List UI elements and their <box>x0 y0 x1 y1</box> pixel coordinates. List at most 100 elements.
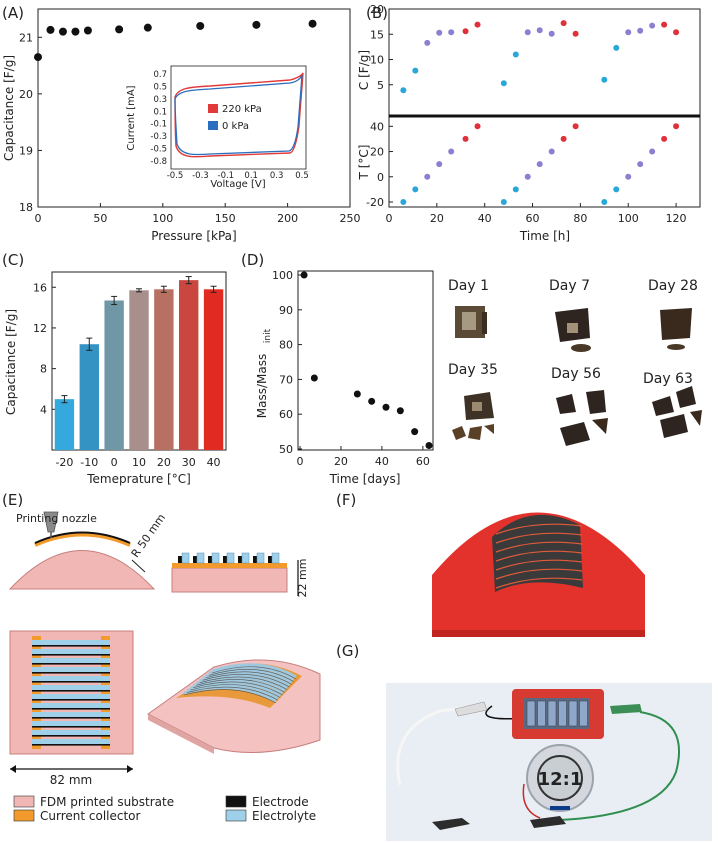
temperature-point <box>625 173 632 180</box>
x-tick-label: 40 <box>478 212 492 225</box>
temperature-point <box>560 135 567 142</box>
x-tick-label: 40 <box>375 455 389 468</box>
y-tick-label: 4 <box>40 403 47 416</box>
side-electrode <box>178 556 182 563</box>
bar <box>54 399 75 450</box>
enclosure-cell <box>568 700 578 727</box>
device-collector-line <box>495 541 583 553</box>
panel-d-ylabel-sub: init <box>263 328 273 343</box>
device-collector-line <box>495 559 583 571</box>
x-tick-label: -20 <box>55 456 73 469</box>
capacitance-point <box>400 87 407 94</box>
clip-left-bottom <box>432 818 470 830</box>
inset-x-tick-label: -0.3 <box>192 171 209 181</box>
x-tick-label: 20 <box>334 455 348 468</box>
green-wire <box>559 711 681 821</box>
legend-swatch-collector <box>13 809 35 822</box>
top-electrode-stripe <box>32 672 110 674</box>
nozzle-icon <box>43 511 59 533</box>
panel-letter-c: (C) <box>2 251 24 269</box>
nozzle-label: Printing nozzle <box>16 512 97 525</box>
capacitance-point <box>536 27 543 34</box>
panel-e-schematic: Printing nozzle R 50 mm 22 mm 82 mm FDM … <box>8 511 321 823</box>
y-tick-label: 80 <box>279 339 293 352</box>
bar <box>154 289 174 450</box>
temperature-point <box>548 148 555 155</box>
data-point <box>300 271 308 279</box>
side-electrolyte <box>226 552 235 564</box>
dome-electrode <box>34 531 131 544</box>
side-electrolyte <box>211 552 220 564</box>
top-electrode-stripe <box>32 717 110 719</box>
temperature-point <box>673 123 680 130</box>
white-wire <box>396 704 479 786</box>
iso-electrode-stripe <box>190 684 281 698</box>
side-electrode <box>208 556 212 563</box>
data-point <box>308 19 317 28</box>
temperature-point <box>572 123 579 130</box>
side-electrolyte <box>241 552 250 564</box>
temperature-point <box>462 135 469 142</box>
inset-y-tick-label: -0.3 <box>150 132 167 142</box>
enclosure-cells <box>526 700 588 727</box>
enclosure-cell <box>526 700 536 727</box>
legend-swatch-0kpa <box>208 121 218 130</box>
capacitance-point <box>448 29 455 36</box>
enclosure-cell <box>558 700 567 727</box>
temperature-point <box>601 199 608 205</box>
capacitance-point <box>637 27 644 34</box>
photo-label-day35: Day 35 <box>448 362 498 378</box>
inset-y-tick-label: -0.8 <box>150 157 167 167</box>
side-substrate <box>171 567 288 593</box>
iso-electrode-stripe <box>202 674 290 688</box>
capacitance-point <box>613 44 620 51</box>
panel-b-top-ylabel: C [F/g] <box>357 50 371 90</box>
x-tick-label: 0 <box>111 456 118 469</box>
clock-screen <box>537 755 583 801</box>
data-point <box>368 397 376 405</box>
sample-day7 <box>555 308 591 352</box>
device-collector-line <box>495 532 583 544</box>
sample-day56 <box>556 390 608 446</box>
top-collector-left <box>32 636 41 749</box>
clip-white <box>454 701 488 717</box>
capacitance-point <box>625 29 632 36</box>
side-collector <box>172 563 287 568</box>
data-point <box>411 428 419 436</box>
data-point <box>46 25 55 34</box>
temperature-point <box>412 186 419 193</box>
temperature-point <box>474 123 481 130</box>
panel-a-ylabel: Capacitance [F/g] <box>2 55 16 161</box>
clock-reading: 12:1 <box>538 769 583 790</box>
y-tick-label: 90 <box>279 304 293 317</box>
inset-xlabel: Voltage [V] <box>210 179 265 190</box>
topview-stripes <box>32 636 110 749</box>
data-point <box>34 53 42 62</box>
x-tick-label: 20 <box>430 212 444 225</box>
inset-y-tick-label: 0.1 <box>153 107 167 117</box>
capacitance-point <box>673 29 680 36</box>
top-electrolyte-stripe <box>32 730 110 735</box>
top-electrolyte-stripe <box>32 667 110 672</box>
inset-y-tick-label: 0.3 <box>153 95 167 105</box>
inset-curve-220kpa <box>174 72 304 158</box>
data-point <box>425 442 433 450</box>
panel-letter-b: (B) <box>366 4 388 22</box>
top-y-tick-label: 20 <box>370 3 384 16</box>
inset-y-tick-label: 0.5 <box>153 82 167 92</box>
y-tick-label: 12 <box>33 322 47 335</box>
x-tick-label: 60 <box>416 455 430 468</box>
temperature-point <box>613 186 620 193</box>
inset-x-tick-label: -0.1 <box>218 171 235 181</box>
sample-day63 <box>652 386 702 438</box>
legend-label-electrolyte: Electrolyte <box>252 809 316 823</box>
panel-d-ylabel-main: Mass/Mass <box>255 354 269 418</box>
panel-c-bars <box>54 276 224 450</box>
y-tick-label: 100 <box>272 269 293 282</box>
x-tick-label: 0 <box>35 212 42 225</box>
